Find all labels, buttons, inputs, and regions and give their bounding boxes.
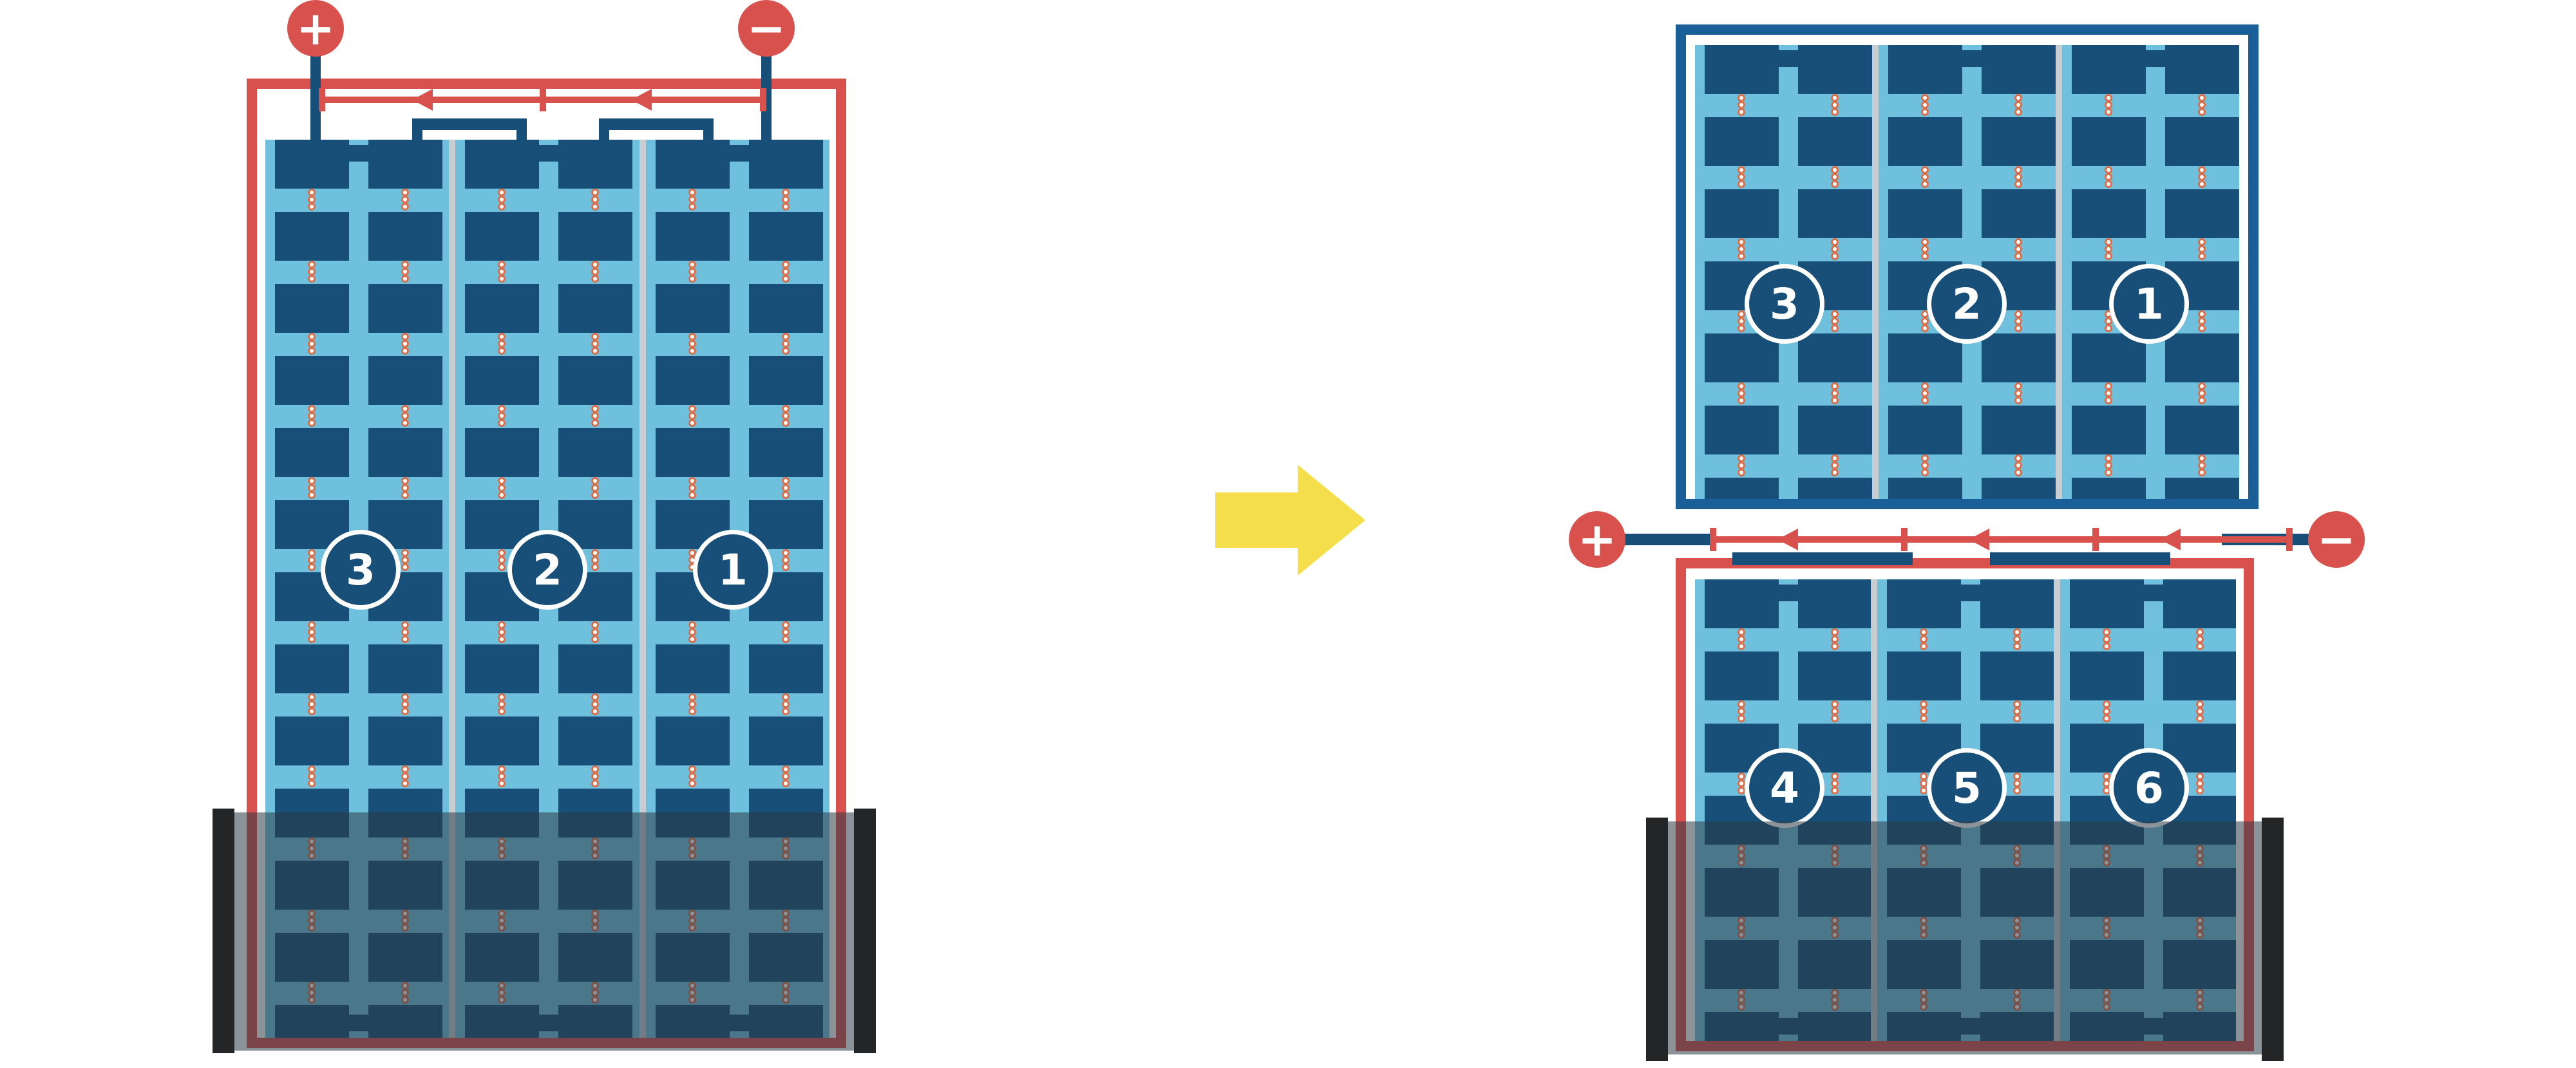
positive-terminal: + [287,0,344,57]
positive-terminal: + [1569,511,1625,568]
current-arrow-icon [2160,529,2181,550]
module-number-badge: 3 [1745,264,1824,344]
module-number-badge: 4 [1745,748,1824,828]
wire-tick [760,88,766,111]
wire-tick [540,88,546,111]
column-top-busbar [2096,50,2206,67]
column-top-busbar [1911,585,2020,601]
wire-tick [1710,528,1716,551]
shade-edge-bar-right [2262,818,2284,1061]
shade-edge-bar-right [854,809,876,1053]
column-top-busbar [1728,50,1839,67]
left-array-frame [247,79,846,1048]
module-number-badge: 2 [1927,264,2007,344]
current-wire [1713,536,2293,543]
interconnect-bridge-bar [1732,552,1913,565]
current-arrow-icon [412,89,433,111]
shade-overlay [213,812,876,1051]
column-top-busbar [490,145,605,162]
module-number-badge: 1 [693,530,773,610]
module-number-badge: 2 [507,530,587,610]
module-number-badge: 5 [1927,748,2007,828]
current-arrow-icon [1777,529,1798,550]
wire-tick [319,88,325,111]
interconnect-bridge-bar [599,118,714,130]
shade-edge-bar-left [213,809,234,1053]
current-arrow-icon [1969,529,1989,550]
column-top-busbar [1728,585,1838,601]
interconnect-bridge-bar [412,118,527,130]
negative-terminal: − [2308,511,2365,568]
column-top-busbar [680,145,795,162]
wire-tick [2092,528,2099,551]
column-top-busbar [2093,585,2203,601]
shade-overlay [1646,821,2284,1054]
module-number-badge: 3 [321,530,401,610]
wire-tick [2286,528,2293,551]
interconnect-bridge-bar [1990,552,2170,565]
negative-terminal: − [738,0,795,57]
right-top-frame [1676,24,2259,509]
terminal-stem [761,52,772,175]
module-number-badge: 1 [2109,264,2189,344]
column-top-busbar [1912,50,2022,67]
terminal-stem [1623,534,1713,545]
current-arrow-icon [631,89,652,111]
module-number-badge: 6 [2109,748,2189,828]
wire-tick [1901,528,1908,551]
terminal-stem [310,52,321,175]
shade-edge-bar-left [1646,818,1668,1061]
